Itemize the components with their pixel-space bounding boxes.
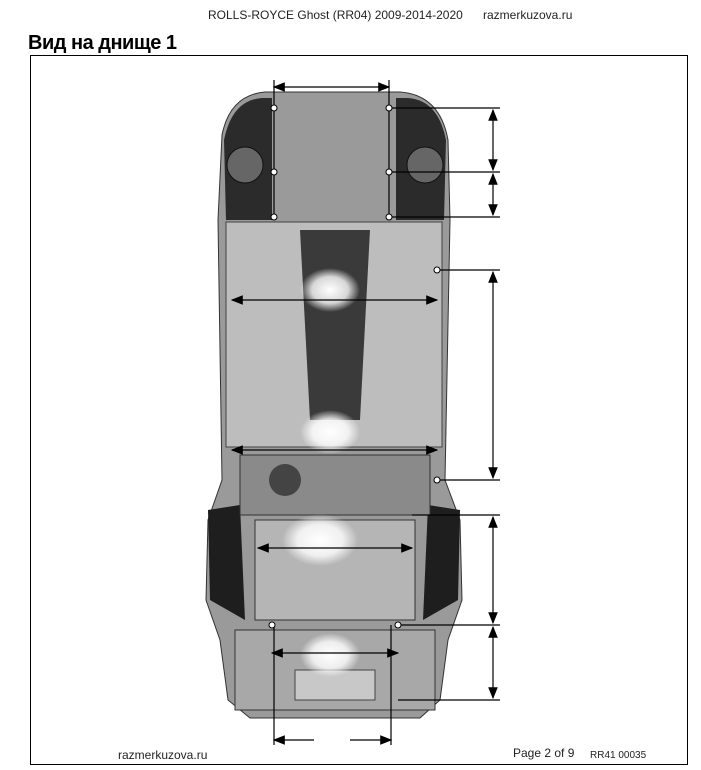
footer-site: razmerkuzova.ru: [118, 748, 208, 762]
document-title: ROLLS-ROYCE Ghost (RR04) 2009-2014-2020: [208, 8, 463, 22]
figure-code: RR41 00035: [590, 750, 647, 761]
measurement-points: [268, 104, 441, 629]
diagram-frame: [30, 55, 688, 765]
dimension-lines: [230, 80, 500, 745]
rear-left-wheel: [208, 505, 245, 620]
car-underbody: [205, 91, 463, 719]
transmission-tunnel: [300, 230, 370, 420]
header-site: razmerkuzova.ru: [483, 8, 573, 22]
rear-right-wheel: [423, 505, 460, 620]
page-number: Page 2 of 9: [513, 746, 575, 760]
page-title: Вид на днище 1: [28, 32, 177, 54]
